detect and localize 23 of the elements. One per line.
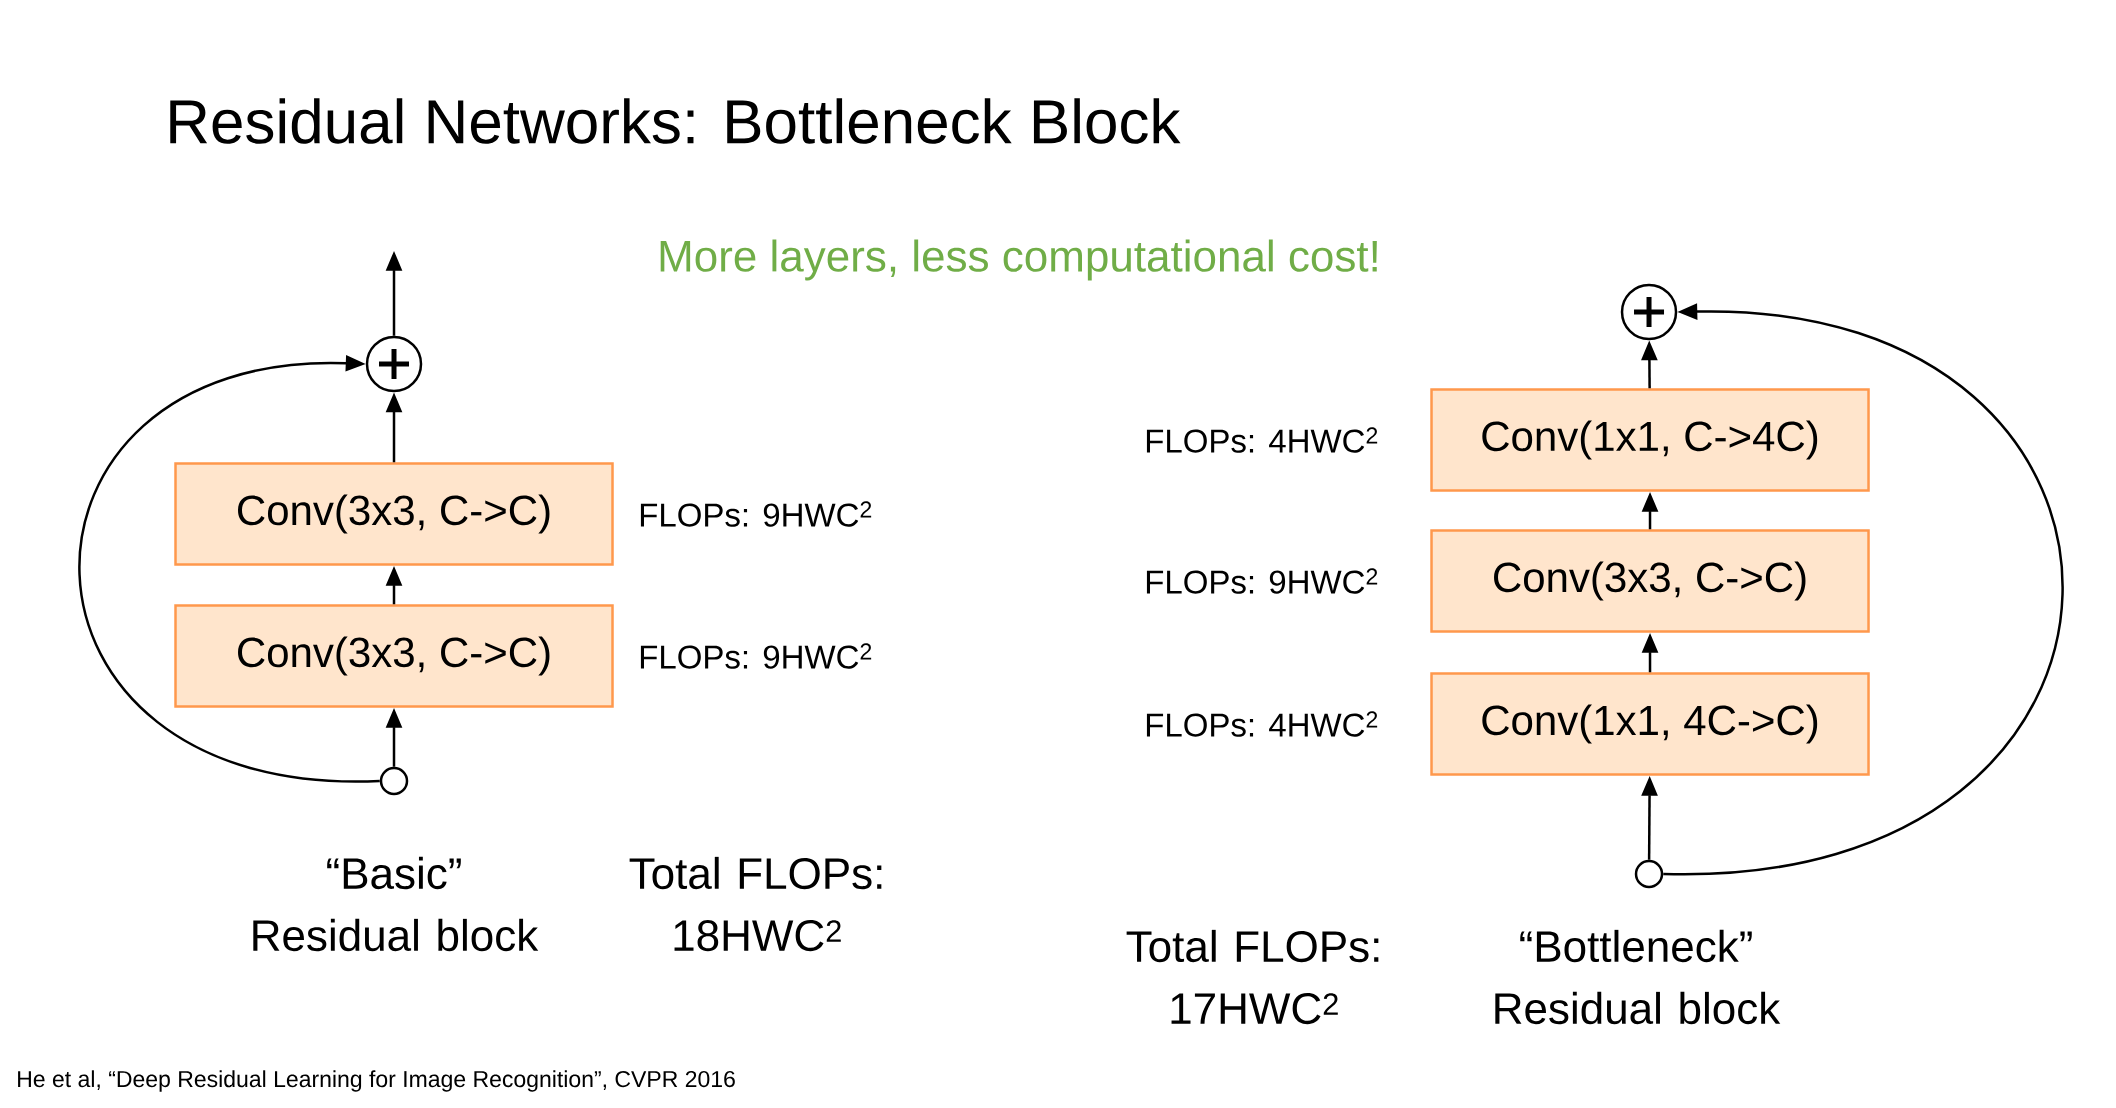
- block-label: “Basic” Residual block: [253, 856, 539, 952]
- flops-label: FLOPs: 4HWC$^{2}$: [1146, 427, 1378, 453]
- flops-label: FLOPs: 9HWC$^{2}$: [640, 643, 872, 669]
- arrow: [78, 354, 380, 783]
- flops-label: FLOPs: 4HWC$^{2}$: [1146, 711, 1378, 737]
- conv-box: Conv(1x1, 4C->C): [1430, 672, 1870, 776]
- block-label: “Bottleneck” Residual block: [1495, 929, 1781, 1025]
- subtitle: More layers, less computational cost!: [660, 239, 1377, 281]
- add-circle: [365, 335, 423, 393]
- flops-label: FLOPs: 9HWC$^{2}$: [1146, 568, 1378, 594]
- slide-title: Residual Networks: Bottleneck Block: [170, 98, 1181, 144]
- citation: He et al, “Deep Residual Learning for Image Recognition”, CVPR 2016: [18, 1070, 735, 1092]
- input-circle: [379, 766, 409, 796]
- flops-label: FLOPs: 9HWC$^{2}$: [640, 501, 872, 527]
- add-circle: [1620, 283, 1678, 341]
- conv-box: Conv(3x3, C->C): [1430, 529, 1870, 633]
- conv-box: Conv(1x1, C->4C): [1430, 388, 1870, 492]
- block-label: Total FLOPs: 18HWC$^{2}$: [629, 856, 882, 952]
- arrow: [1663, 303, 2064, 876]
- conv-box: Conv(3x3, C->C): [174, 604, 614, 708]
- conv-box: Conv(3x3, C->C): [174, 462, 614, 566]
- input-circle: [1634, 859, 1664, 889]
- block-label: Total FLOPs: 17HWC$^{2}$: [1126, 929, 1379, 1025]
